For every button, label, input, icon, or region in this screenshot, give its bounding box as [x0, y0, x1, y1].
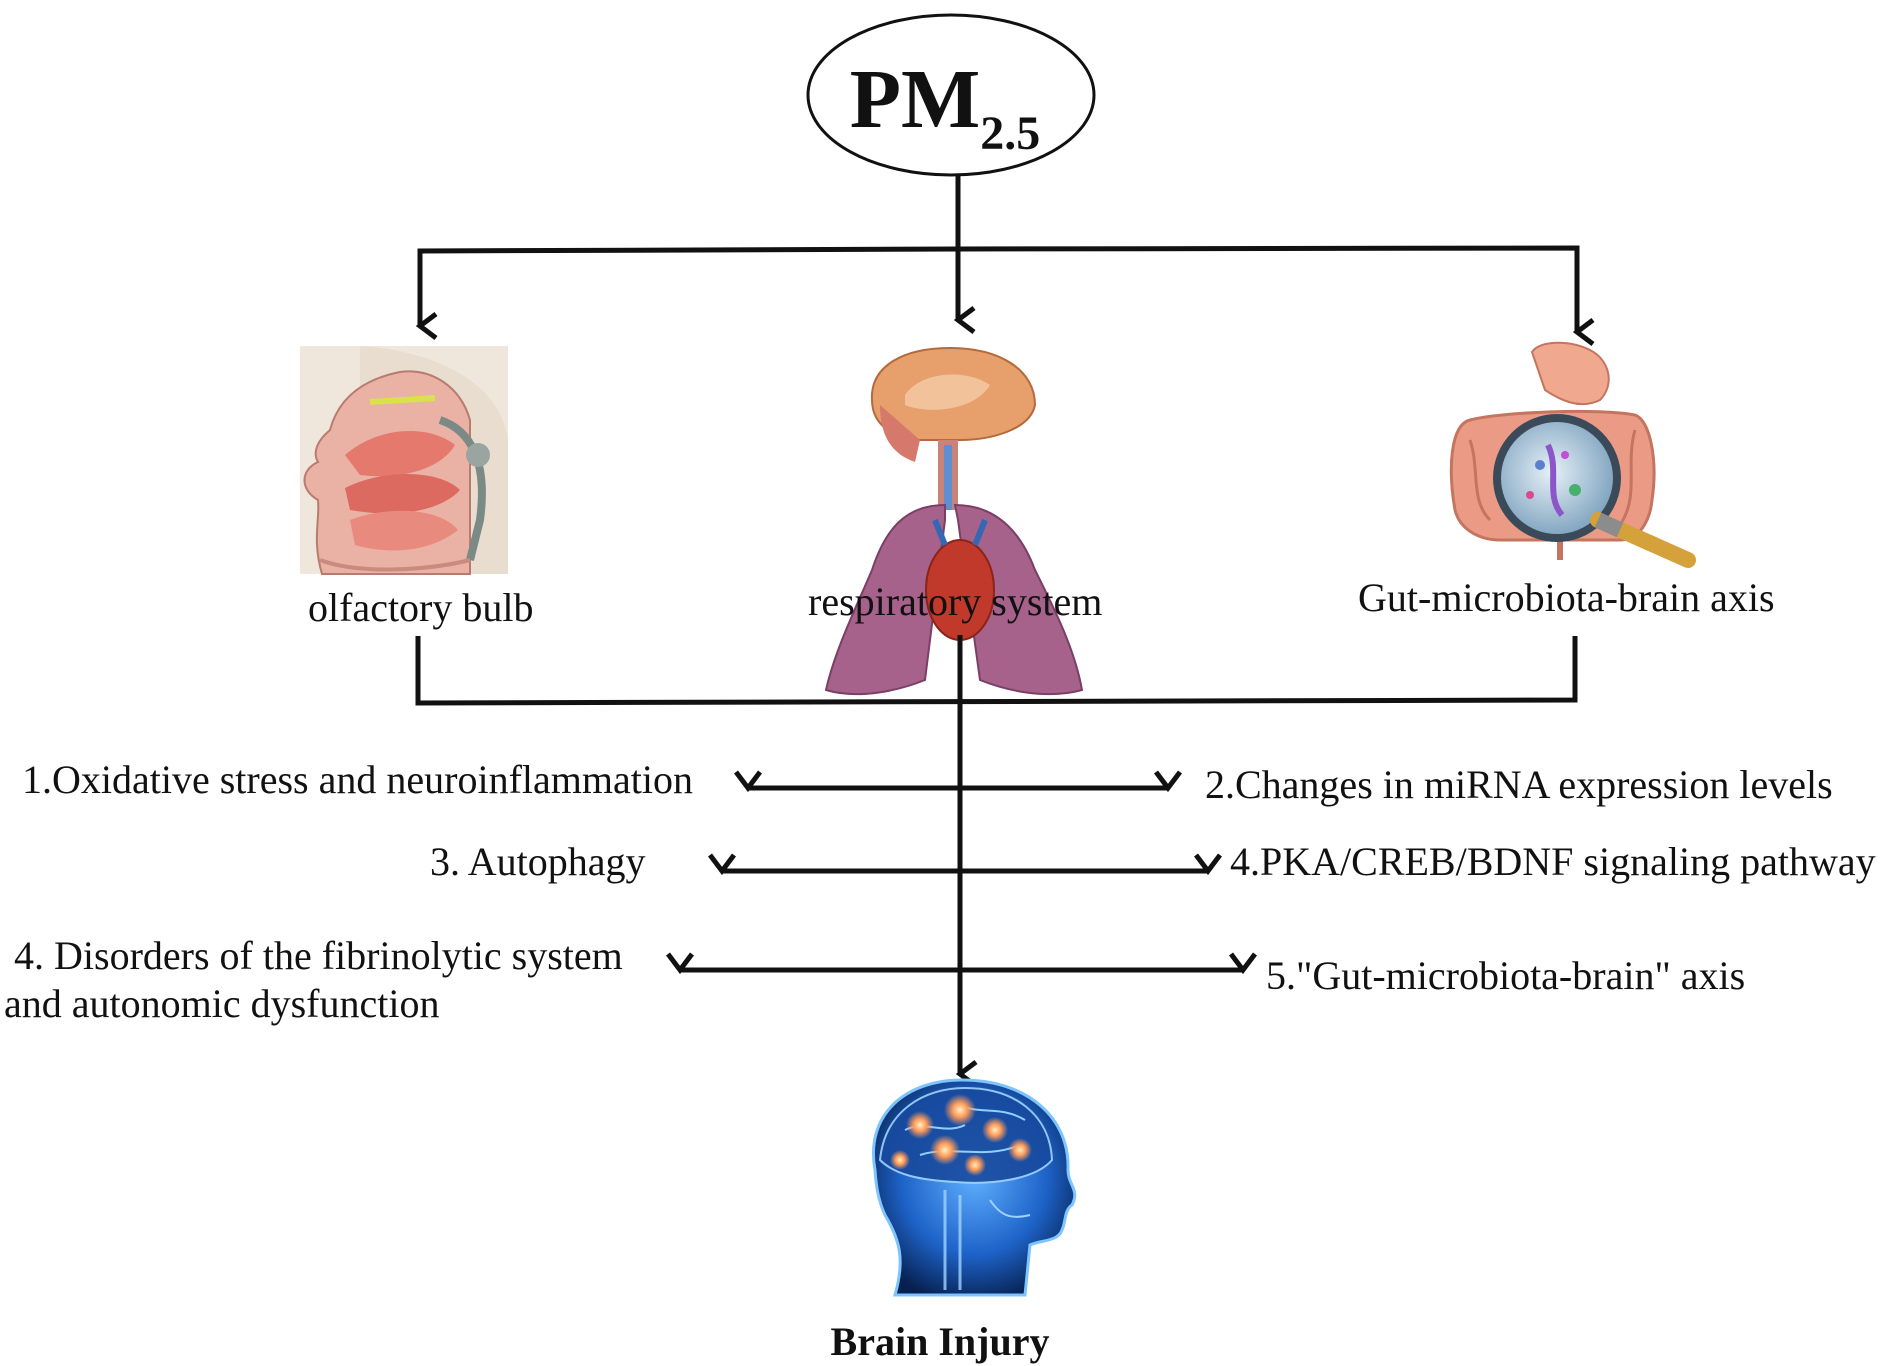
- pathway-label-olfactory: olfactory bulb: [308, 585, 534, 630]
- mechanism-gut-brain-axis: 5."Gut-microbiota-brain" axis: [1266, 953, 1746, 998]
- gut-microbiota-magnifier-icon: [1449, 341, 1696, 568]
- source-subscript: 2.5: [980, 107, 1041, 160]
- branch-left-line: [417, 246, 959, 327]
- distribution-arrows: [415, 175, 1595, 346]
- pathway-label-gut: Gut-microbiota-brain axis: [1358, 575, 1775, 620]
- source-ellipse: [806, 13, 1096, 177]
- mechanism-fibrinolytic-line2: and autonomic dysfunction: [4, 981, 440, 1026]
- glowing-brain-head-icon: [872, 1078, 1077, 1297]
- branch-right-line: [957, 245, 1580, 252]
- collector-left-right-line: [415, 636, 1578, 706]
- pathway-label-respiratory: respiratory system: [808, 579, 1103, 624]
- respiratory-system-anatomy-icon: [824, 346, 1084, 696]
- mechanism-arrows: [666, 770, 1257, 975]
- mechanism-pka-creb-bdnf: 4.PKA/CREB/BDNF signaling pathway: [1230, 839, 1876, 884]
- mechanism-fibrinolytic-line1: 4. Disorders of the fibrinolytic system: [14, 933, 623, 978]
- mechanism-oxidative-stress: 1.Oxidative stress and neuroinflammation: [22, 757, 693, 802]
- outcome-label: Brain Injury: [830, 1319, 1050, 1364]
- mechanism-mirna-expression: 2.Changes in miRNA expression levels: [1205, 762, 1833, 807]
- source-name: PM: [849, 53, 981, 146]
- nasal-cavity-anatomy-icon: [300, 346, 508, 575]
- source-label: PM2.5: [805, 50, 1085, 184]
- mechanism-autophagy: 3. Autophagy: [430, 839, 646, 884]
